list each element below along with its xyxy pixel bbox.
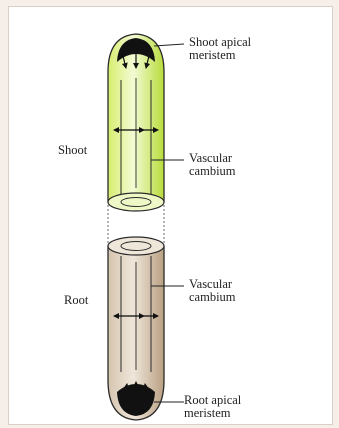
root-label: Root (64, 294, 88, 307)
leader-shoot-apical (154, 44, 184, 46)
label-line: cambium (189, 291, 236, 304)
root-cut-surface (108, 237, 164, 255)
root-segment (108, 237, 164, 420)
shoot-segment (108, 34, 164, 211)
shoot-label: Shoot (58, 144, 87, 157)
vascular-cambium-root-label: Vascular cambium (189, 278, 236, 304)
label-line: meristem (184, 407, 241, 420)
root-apical-meristem-label: Root apical meristem (184, 394, 241, 420)
label-line: meristem (189, 49, 251, 62)
vascular-cambium-shoot-label: Vascular cambium (189, 152, 236, 178)
shoot-cut-surface (108, 193, 164, 211)
label-line: cambium (189, 165, 236, 178)
shoot-apical-meristem-label: Shoot apical meristem (189, 36, 251, 62)
